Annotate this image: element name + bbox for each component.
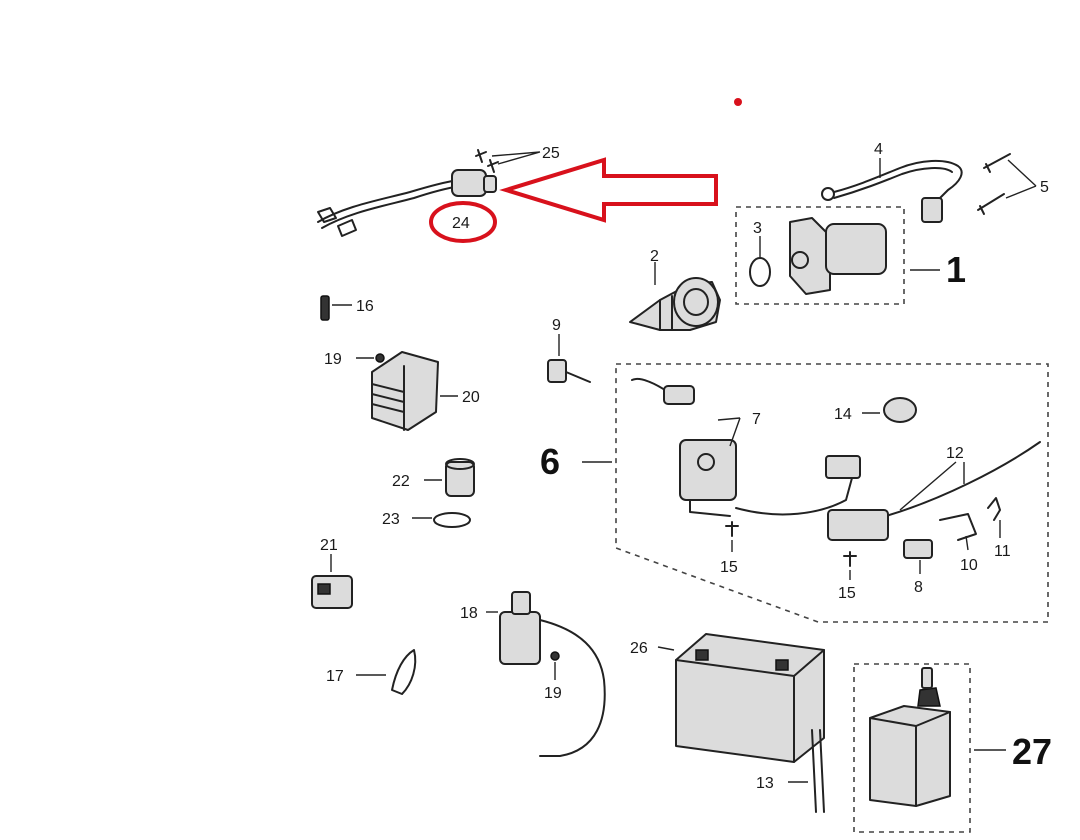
label-part-2: 2 [650, 248, 659, 265]
label-part-12: 12 [946, 445, 964, 462]
part-22-cap [424, 458, 475, 497]
part-13-tube [788, 729, 825, 813]
group-6-box [615, 363, 1049, 623]
label-part-10: 10 [960, 557, 978, 574]
label-part-23: 23 [382, 511, 400, 528]
part-6-wiring [735, 455, 861, 516]
part-5-bolts [977, 153, 1037, 215]
part-14-cap [862, 397, 917, 423]
label-part-3: 3 [753, 220, 762, 237]
group-27-box [853, 663, 971, 833]
label-part-11: 11 [994, 543, 1011, 560]
part-19-nut [356, 353, 385, 363]
part-27-electrolyte [869, 667, 1006, 807]
part-12-cable [827, 441, 1041, 541]
part-23-clamp [412, 512, 471, 528]
label-part-4: 4 [874, 141, 883, 158]
label-part-22: 22 [392, 473, 410, 490]
part-15-screws [725, 521, 857, 580]
part-2-starter-gear [629, 262, 721, 331]
label-part-6: 6 [540, 441, 560, 482]
part-9-switch [547, 334, 591, 383]
label-part-21: 21 [320, 537, 338, 554]
part-8-connector [903, 539, 933, 574]
red-arrow [499, 157, 718, 223]
label-part-19a: 19 [324, 351, 342, 368]
label-part-25: 25 [542, 145, 560, 162]
part-10-bracket [939, 513, 977, 551]
label-part-27: 27 [1012, 731, 1052, 772]
label-part-9: 9 [552, 317, 561, 334]
label-part-8: 8 [914, 579, 923, 596]
label-part-24: 24 [452, 215, 470, 232]
part-20-regulator [371, 351, 458, 431]
label-part-14: 14 [834, 406, 852, 423]
label-part-19b: 19 [544, 685, 562, 702]
label-part-18: 18 [460, 605, 478, 622]
part-21-relay [311, 554, 353, 609]
part-25-screws [475, 149, 541, 173]
label-part-13: 13 [756, 775, 774, 792]
label-part-7: 7 [752, 411, 761, 428]
part-24-pickup-coil [317, 169, 497, 237]
part-11-clip [987, 497, 1001, 538]
label-part-15a: 15 [720, 559, 738, 576]
label-part-20: 20 [462, 389, 480, 406]
part-19b-nut [550, 651, 560, 680]
label-part-26: 26 [630, 640, 648, 657]
part-26-battery [657, 633, 825, 763]
label-part-5: 5 [1040, 179, 1049, 196]
part-16-bolt [320, 295, 352, 321]
red-dot [734, 98, 742, 106]
group-1-box [735, 206, 905, 305]
label-part-16: 16 [356, 298, 374, 315]
part-18-fuse-holder [486, 591, 606, 757]
part-17-strap [356, 649, 417, 695]
label-part-1: 1 [946, 249, 966, 290]
highlight-circle [429, 201, 497, 243]
label-part-15b: 15 [838, 585, 856, 602]
label-part-17: 17 [326, 668, 344, 685]
part-1-starter-motor [789, 217, 887, 295]
part-3-o-ring [749, 236, 771, 287]
part-4-cable [821, 158, 963, 223]
part-7-ignition-lock [631, 378, 741, 517]
